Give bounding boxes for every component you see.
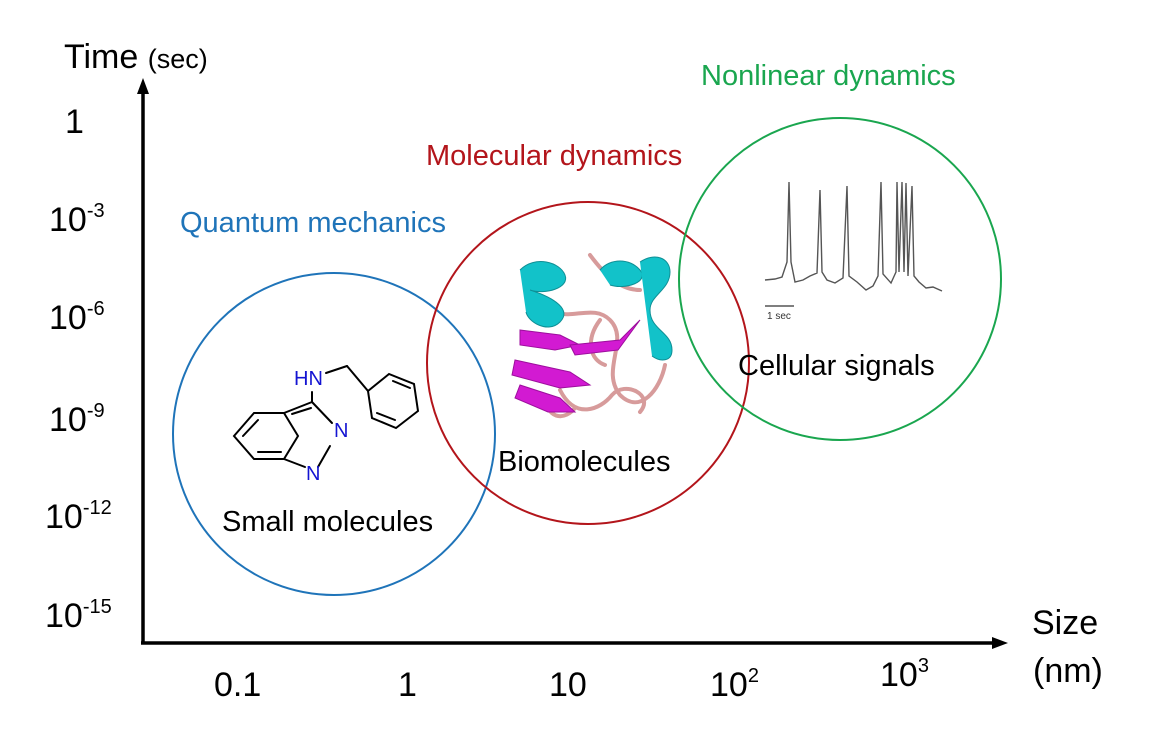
x-axis-unit: (nm) xyxy=(1033,652,1103,691)
y-tick-label: 10-3 xyxy=(49,200,105,239)
y-axis-title: Time (sec) xyxy=(64,38,208,77)
atom-label-hn: HN xyxy=(294,368,323,390)
cellular-signal-trace xyxy=(764,181,943,307)
x-tick-label: 102 xyxy=(710,665,759,704)
y-tick-label: 10-15 xyxy=(45,596,112,635)
x-axis-title-text: Size xyxy=(1032,604,1099,642)
x-tick-label: 1 xyxy=(398,666,417,704)
y-tick-label: 10-9 xyxy=(49,400,105,439)
x-axis-arrow xyxy=(992,637,1008,649)
biomolecules-label: Biomolecules xyxy=(498,446,671,478)
x-tick-label: 0.1 xyxy=(214,666,262,704)
y-tick-label: 10-12 xyxy=(45,497,112,536)
small-molecules-label: Small molecules xyxy=(222,506,434,538)
protein-helices xyxy=(519,256,673,361)
x-tick-label: 103 xyxy=(880,655,929,694)
x-axis-unit-text: (nm) xyxy=(1033,652,1103,690)
molecular-dynamics-label: Molecular dynamics xyxy=(426,140,683,172)
small-molecule-structure xyxy=(232,365,420,468)
protein-structure xyxy=(511,253,673,419)
molecular-circle xyxy=(426,201,750,525)
cellular-signals-label: Cellular signals xyxy=(738,350,935,382)
x-axis-title: Size xyxy=(1032,604,1098,643)
y-tick-label: 1 xyxy=(65,103,84,141)
quantum-mechanics-label: Quantum mechanics xyxy=(180,207,446,239)
atom-label-n2: N xyxy=(306,463,321,485)
quantum-circle xyxy=(172,272,496,596)
nonlinear-dynamics-label: Nonlinear dynamics xyxy=(701,60,956,92)
y-axis-unit: (sec) xyxy=(147,44,208,74)
atom-label-n1: N xyxy=(334,420,349,442)
y-tick-label: 10-6 xyxy=(49,298,105,337)
y-axis-arrow xyxy=(137,78,149,94)
x-tick-label: 10 xyxy=(549,666,587,704)
trace-scale-label: 1 sec xyxy=(767,311,791,322)
y-axis-title-text: Time xyxy=(64,38,139,76)
axes xyxy=(137,78,1008,649)
protein-sheets xyxy=(511,319,641,413)
nonlinear-circle xyxy=(678,117,1002,441)
